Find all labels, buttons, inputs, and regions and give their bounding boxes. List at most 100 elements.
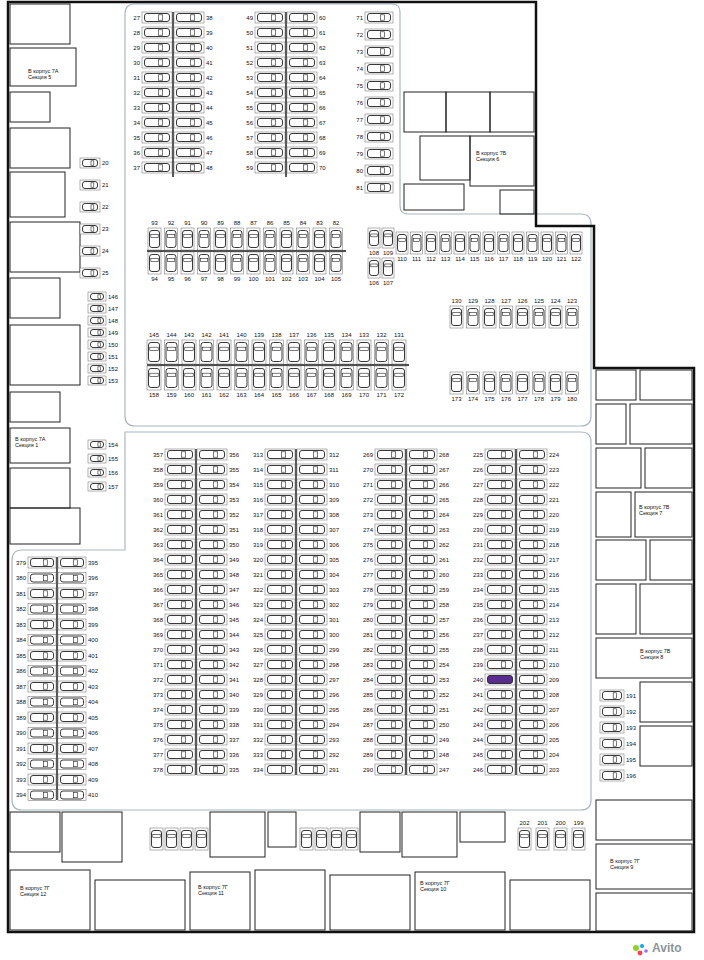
parking-space [516,372,529,394]
spot-number: 229 [473,512,483,518]
space-outline [165,252,178,274]
car-window [502,617,506,622]
space-outline [58,790,86,801]
space-outline [265,464,295,475]
car-icon [368,31,391,39]
spot-number: 399 [88,622,98,628]
spot-number: 54 [246,90,253,96]
section-sign: В корпус 7В Секция 7 [639,504,677,517]
space-outline [195,828,208,850]
car-window [502,557,506,562]
space-outline [247,252,260,274]
car-window [380,185,384,190]
car-icon [91,470,104,476]
space-outline [265,509,295,520]
car-icon [520,721,545,729]
car-icon [410,616,435,624]
parking-space [174,132,204,143]
car-window [502,647,506,652]
parking-space [265,629,295,640]
car-icon [378,466,403,474]
spot-number: 236 [473,617,483,623]
row-divider [405,449,406,775]
car-icon [378,631,403,639]
car-icon [603,756,622,764]
space-outline [217,340,231,364]
spot-number: 167 [306,392,316,398]
spot-number: 164 [254,392,264,398]
space-outline [485,629,515,640]
spot-number: 124 [550,298,560,304]
car-window [557,835,564,838]
car-window [182,557,186,562]
car-window [392,707,396,712]
room-wall [645,448,692,488]
car-icon [168,706,193,714]
parking-space [357,340,371,364]
space-outline [174,162,204,173]
car-icon [268,706,293,714]
space-outline [517,599,547,610]
car-window [182,617,186,622]
parking-space [517,554,547,565]
spot-number: 49 [246,15,253,21]
spot-number: 410 [88,792,98,798]
space-outline [322,366,336,390]
parking-space [197,479,227,490]
spot-number: 294 [329,722,339,728]
parking-space [214,228,227,250]
spot-number: 56 [246,120,253,126]
row-divider [147,250,346,251]
parking-space [517,464,547,475]
spot-number: 286 [363,707,373,713]
car-window [392,722,396,727]
space-outline [88,364,106,373]
car-window [98,367,101,370]
parking-space [165,689,195,700]
spot-number: 249 [439,737,449,743]
car-icon [249,231,259,248]
car-icon [520,616,545,624]
parking-space [165,659,195,670]
spot-number: 393 [16,777,26,783]
car-window [214,647,218,652]
car-window [573,239,579,242]
car-window [534,452,538,457]
spot-number: 102 [281,276,291,282]
spot-number: 299 [329,647,339,653]
space-outline [407,719,437,730]
car-icon [378,706,403,714]
car-window [392,542,396,547]
car-icon [378,736,403,744]
car-icon [302,831,312,848]
space-outline [287,27,317,38]
car-icon [501,309,511,326]
car-icon [410,691,435,699]
spot-number: 263 [439,527,449,533]
car-window [73,637,77,642]
car-window [392,482,396,487]
parking-space [58,573,86,584]
spot-number: 300 [329,632,339,638]
parking-space [407,749,437,760]
space-outline [165,524,195,535]
space-outline [330,252,343,274]
space-outline [287,72,317,83]
parking-space [28,743,56,754]
parking-space [517,719,547,730]
car-icon [368,150,391,158]
car-icon [268,616,293,624]
car-icon [168,616,193,624]
spot-number: 277 [363,572,373,578]
car-window [502,572,506,577]
spot-number: 202 [519,820,529,826]
parking-space [58,712,86,723]
car-window [392,467,396,472]
parking-space [200,366,214,390]
spot-number: 210 [549,662,559,668]
car-window [167,347,175,350]
car-window [502,313,509,316]
space-outline [382,258,394,278]
parking-space [80,224,100,234]
space-outline [147,340,161,364]
